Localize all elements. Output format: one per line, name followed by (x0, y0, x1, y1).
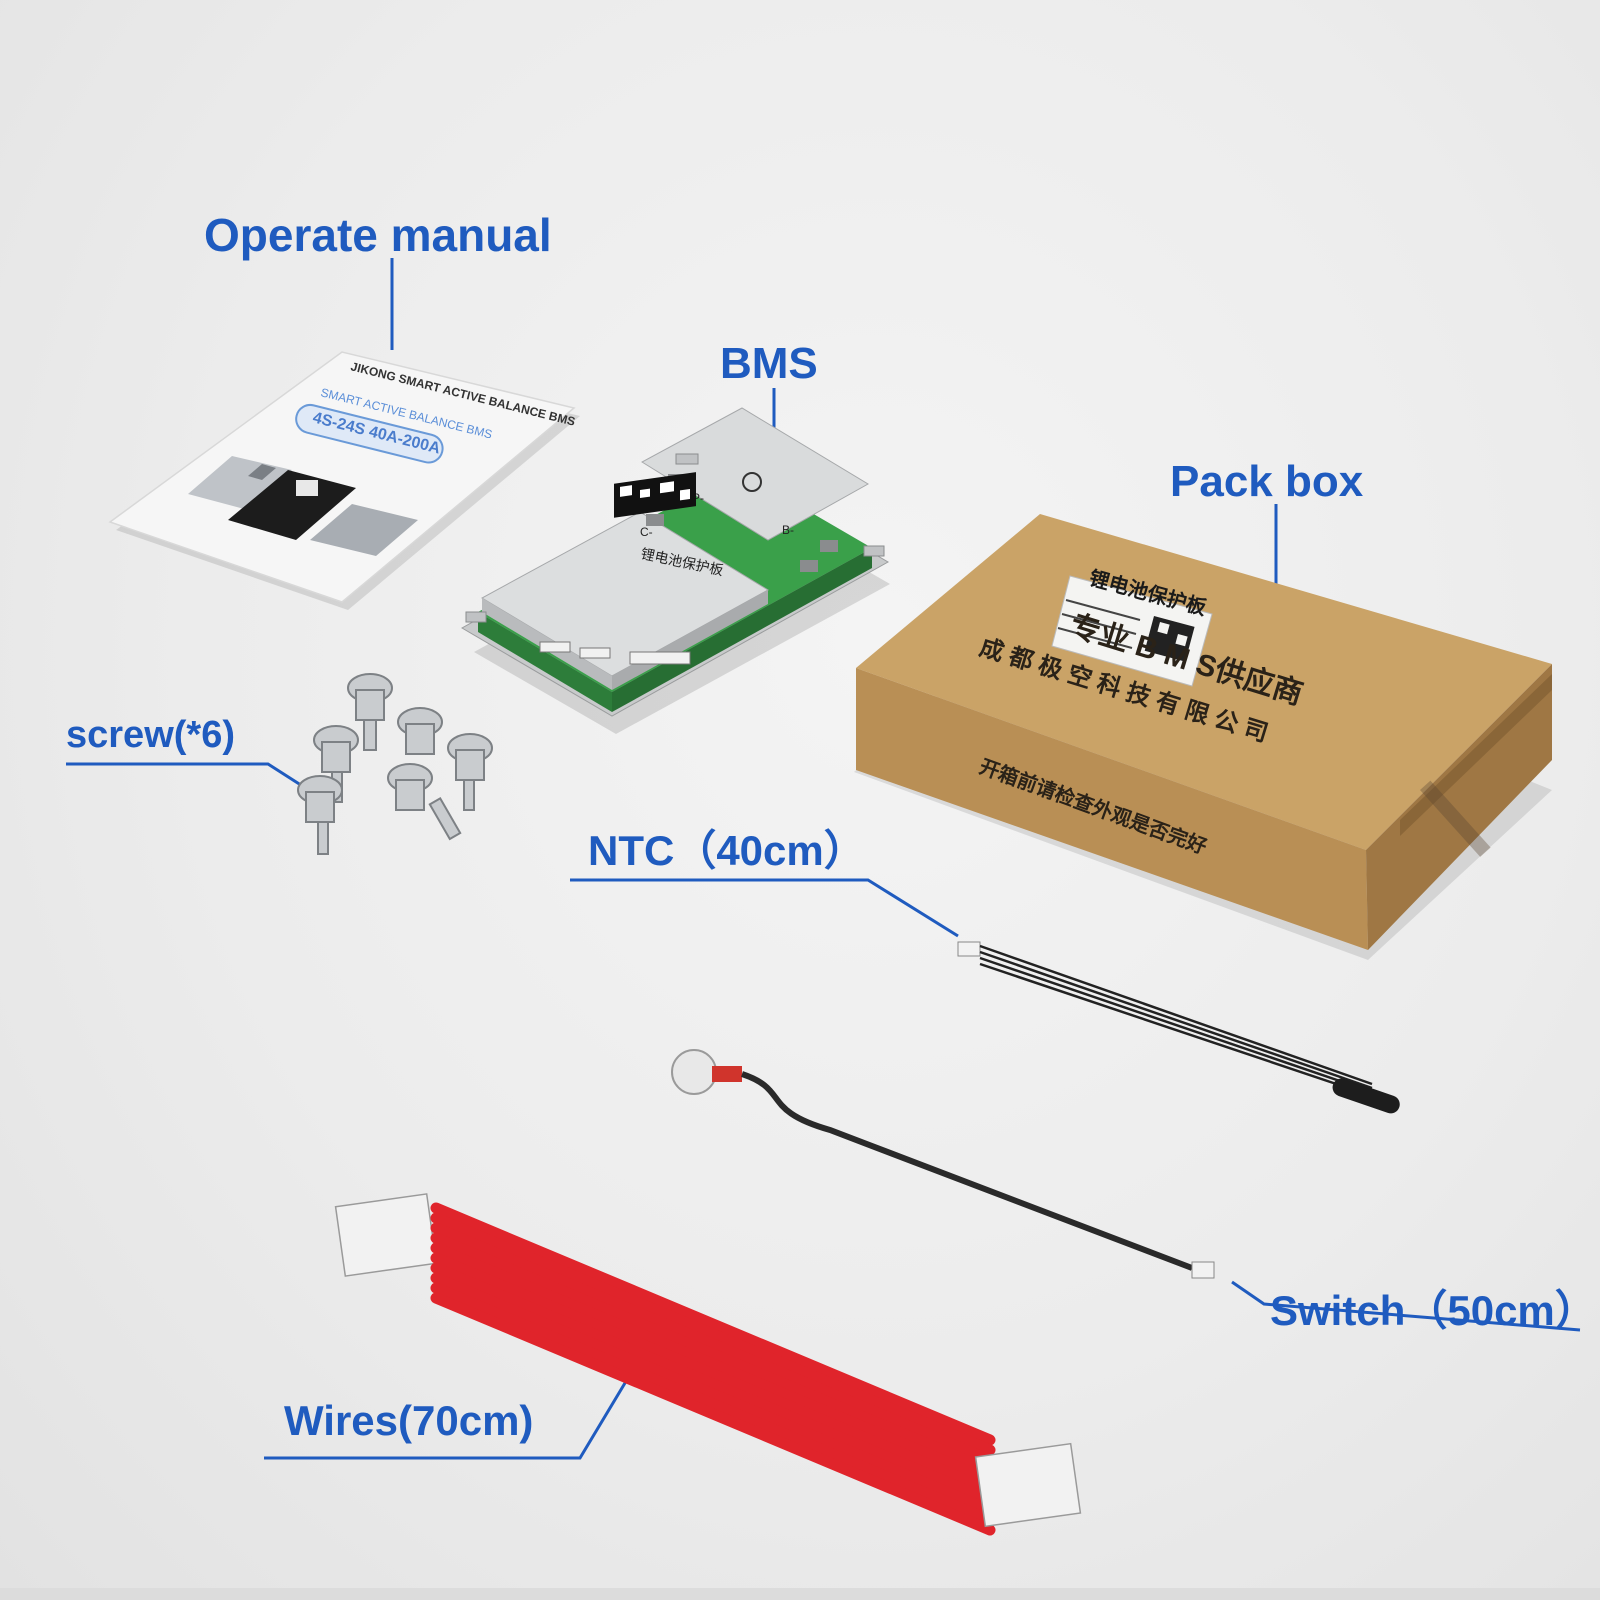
red-wire-strand (430, 1292, 996, 1536)
ntc-cable-image (957, 941, 1400, 1114)
red-wire-strand (430, 1222, 996, 1466)
red-wire-strand (430, 1282, 996, 1526)
ribbon-wires-image (334, 1193, 1082, 1536)
label-wires: Wires(70cm) (284, 1397, 534, 1444)
screws-image (297, 673, 493, 855)
label-ntc: NTC（40cm） (588, 827, 866, 874)
cardboard-box-image: 锂电池保护板 专业 B M S供应商 成 都 极 空 科 技 有 限 公 司 开… (854, 514, 1552, 960)
red-wire-strand (430, 1242, 996, 1486)
red-wire-strand (430, 1232, 996, 1476)
label-screw: screw(*6) (66, 714, 235, 756)
bms-c-label: C- (640, 525, 653, 539)
red-wire-strand (430, 1212, 996, 1456)
label-pack-box: Pack box (1170, 457, 1364, 506)
box-qr-code-icon (1144, 616, 1195, 662)
bms-b-label: B- (782, 523, 794, 537)
red-wire-strand (430, 1252, 996, 1496)
label-operate-manual: Operate manual (204, 209, 552, 261)
red-wire-strand (430, 1202, 996, 1446)
bms-board-image: P- B- C- 锂电池保护板 (460, 407, 890, 734)
switch-cable-image (671, 1049, 1215, 1279)
red-wire-strand (430, 1272, 996, 1516)
label-bms: BMS (720, 339, 818, 388)
bottom-strip (0, 1588, 1600, 1600)
manual-booklet-image: JIKONG SMART ACTIVE BALANCE BMS SMART AC… (108, 351, 580, 610)
label-switch: Switch（50cm） (1270, 1287, 1597, 1334)
red-wire-strand (430, 1262, 996, 1506)
qr-code-icon (614, 472, 696, 518)
